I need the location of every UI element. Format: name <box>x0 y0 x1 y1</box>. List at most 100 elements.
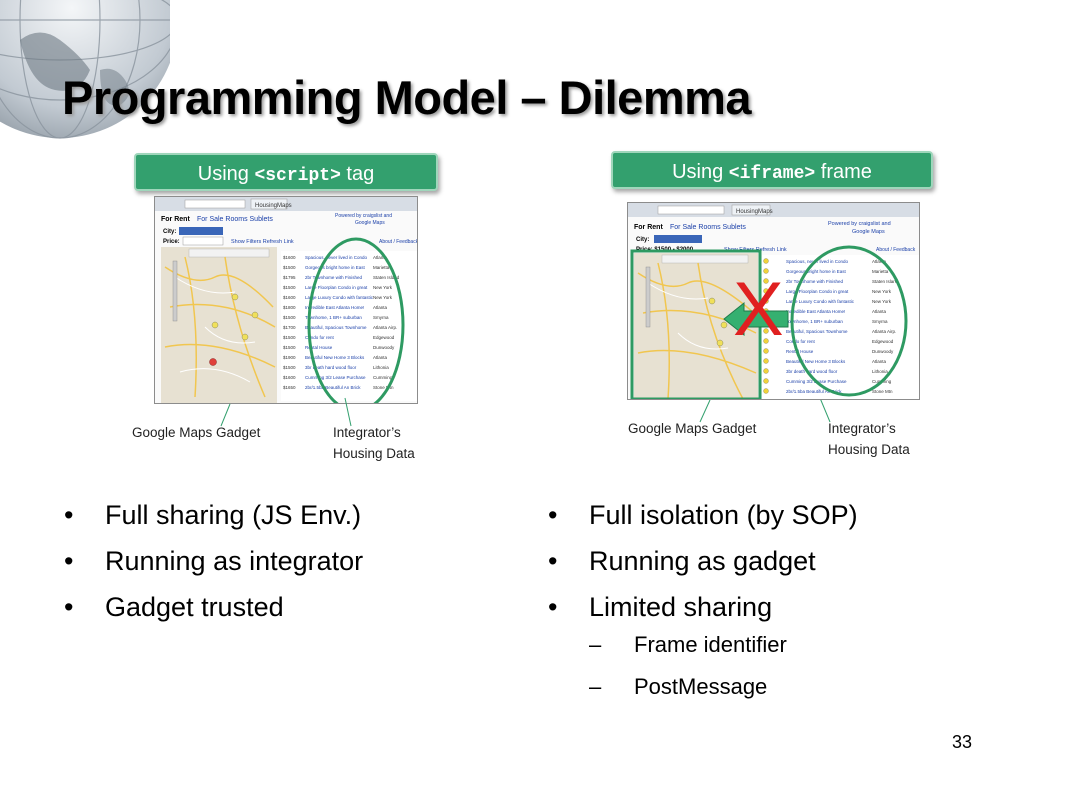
slide-title: Programming Model – Dilemma <box>62 71 752 124</box>
iframe-header: Using <iframe> frame <box>611 151 933 189</box>
script-data-callout-line1: Integrator’s <box>333 425 401 440</box>
svg-text:$1650: $1650 <box>283 385 296 390</box>
iframe-sub-bullet-list: Frame identifier PostMessage <box>584 624 787 708</box>
svg-text:$1700: $1700 <box>283 325 296 330</box>
svg-text:Atlanta: Atlanta <box>373 355 388 360</box>
svg-text:Beautiful, Spacious Townhome: Beautiful, Spacious Townhome <box>305 325 367 330</box>
svg-text:Large Luxury Condo with fantas: Large Luxury Condo with fantastic <box>786 299 855 304</box>
script-housingmaps-screenshot: HousingMaps For Rent For Sale Rooms Subl… <box>154 196 418 404</box>
svg-text:Atlanta Airp.: Atlanta Airp. <box>872 329 896 334</box>
svg-text:Smyrna: Smyrna <box>872 319 888 324</box>
svg-text:2br Townhome with Finished: 2br Townhome with Finished <box>786 279 843 284</box>
svg-text:2br/1.5ba Beautiful An Brick: 2br/1.5ba Beautiful An Brick <box>786 389 842 394</box>
iframe-header-suffix: frame <box>815 161 872 183</box>
svg-text:Large Floorplan Condo in great: Large Floorplan Condo in great <box>305 285 368 290</box>
svg-text:For Sale Rooms Sublets: For Sale Rooms Sublets <box>670 224 746 231</box>
svg-text:Condo for rent: Condo for rent <box>305 335 335 340</box>
script-bullet-item: Full sharing (JS Env.) <box>62 492 363 538</box>
svg-text:Stone Mtn: Stone Mtn <box>872 389 893 394</box>
svg-text:Townhome, 1 BR+ suburban: Townhome, 1 BR+ suburban <box>305 315 362 320</box>
svg-text:Spacious, never lived in Condo: Spacious, never lived in Condo <box>305 255 368 260</box>
svg-text:Marietta: Marietta <box>872 269 889 274</box>
iframe-data-callout: Integrator’s Housing Data <box>828 418 910 460</box>
svg-text:$1600: $1600 <box>283 295 296 300</box>
svg-text:For Rent: For Rent <box>161 216 190 223</box>
svg-text:Large Luxury Condo with fantas: Large Luxury Condo with fantastic <box>305 295 374 300</box>
svg-text:Cumming: Cumming <box>373 375 393 380</box>
svg-text:3br death hard wood floor: 3br death hard wood floor <box>305 365 357 370</box>
svg-text:New York: New York <box>872 299 892 304</box>
svg-text:Atlanta Airp.: Atlanta Airp. <box>373 325 397 330</box>
svg-text:$1500: $1500 <box>283 315 296 320</box>
svg-text:Staten Island: Staten Island <box>872 279 899 284</box>
script-map-callout: Google Maps Gadget <box>132 425 261 440</box>
svg-text:Google Maps: Google Maps <box>355 220 385 226</box>
svg-text:Edgewood: Edgewood <box>872 339 894 344</box>
script-header-code: <script> <box>254 166 341 186</box>
svg-text:Dunwoody: Dunwoody <box>373 345 395 350</box>
svg-text:Marietta: Marietta <box>373 265 390 270</box>
svg-text:Atlanta: Atlanta <box>872 309 887 314</box>
svg-text:$1795: $1795 <box>283 275 296 280</box>
script-header-prefix: Using <box>197 163 255 185</box>
script-data-callout-line2: Housing Data <box>333 446 415 461</box>
iframe-bullet-item: Full isolation (by SOP) <box>546 492 858 538</box>
svg-text:Powered by craigslist and: Powered by craigslist and <box>335 213 392 219</box>
svg-text:$1600: $1600 <box>283 375 296 380</box>
svg-text:Dunwoody: Dunwoody <box>872 349 894 354</box>
svg-text:Cumming 3/2 Lease Purchase: Cumming 3/2 Lease Purchase <box>305 375 366 380</box>
page-number: 33 <box>952 732 973 752</box>
iframe-data-callout-line2: Housing Data <box>828 442 910 457</box>
iframe-bullet-list: Full isolation (by SOP) Running as gadge… <box>546 492 858 630</box>
browser-tab-title: HousingMaps <box>255 203 292 209</box>
svg-text:New York: New York <box>373 285 393 290</box>
svg-text:HousingMaps: HousingMaps <box>736 209 773 215</box>
svg-text:$1500: $1500 <box>283 335 296 340</box>
svg-text:Beautiful, Spacious Townhome: Beautiful, Spacious Townhome <box>786 329 848 334</box>
svg-text:$1900: $1900 <box>283 355 296 360</box>
svg-text:Atlanta: Atlanta <box>373 255 388 260</box>
svg-text:Beautiful New Home 3 Blocks: Beautiful New Home 3 Blocks <box>305 355 365 360</box>
iframe-housingmaps-screenshot: HousingMaps For Rent For Sale Rooms Subl… <box>627 202 920 400</box>
iframe-data-callout-line1: Integrator’s <box>828 421 896 436</box>
svg-text:New York: New York <box>872 289 892 294</box>
script-header-suffix: tag <box>340 163 375 185</box>
svg-text:Powered by craigslist and: Powered by craigslist and <box>828 221 891 227</box>
svg-text:Spacious, never lived in Condo: Spacious, never lived in Condo <box>786 259 849 264</box>
svg-text:2br/1.5ba Beautiful An Brick: 2br/1.5ba Beautiful An Brick <box>305 385 361 390</box>
iframe-map-callout: Google Maps Gadget <box>628 421 757 436</box>
svg-text:City:: City: <box>163 229 176 235</box>
svg-text:About / Feedback: About / Feedback <box>876 247 916 253</box>
svg-text:$1500: $1500 <box>283 265 296 270</box>
svg-text:Price:: Price: <box>163 239 180 245</box>
svg-text:3br death hard wood floor: 3br death hard wood floor <box>786 369 838 374</box>
svg-text:Large Floorplan Condo in great: Large Floorplan Condo in great <box>786 289 849 294</box>
svg-text:Gorgeous bright home in East: Gorgeous bright home in East <box>305 265 366 270</box>
svg-text:Condo for rent: Condo for rent <box>786 339 816 344</box>
svg-text:Rental House: Rental House <box>786 349 814 354</box>
iframe-sub-bullet-item: Frame identifier <box>584 624 787 666</box>
svg-text:Incredible East Atlanta Home!: Incredible East Atlanta Home! <box>305 305 364 310</box>
svg-text:Show Filters Refresh Link: Show Filters Refresh Link <box>231 239 294 245</box>
svg-text:Google Maps: Google Maps <box>852 229 885 235</box>
svg-text:$1500: $1500 <box>283 365 296 370</box>
svg-text:$1600: $1600 <box>283 255 296 260</box>
svg-text:Gorgeous bright home in East: Gorgeous bright home in East <box>786 269 847 274</box>
iframe-header-code: <iframe> <box>728 164 816 184</box>
svg-text:Atlanta: Atlanta <box>872 359 887 364</box>
iframe-sub-bullet-item: PostMessage <box>584 666 787 708</box>
svg-text:For Sale Rooms Sublets: For Sale Rooms Sublets <box>197 216 273 223</box>
globe-logo-icon <box>0 0 170 139</box>
housing-data-highlight-oval <box>790 245 908 397</box>
svg-text:$1800: $1800 <box>283 305 296 310</box>
svg-text:Smyrna: Smyrna <box>373 315 389 320</box>
svg-text:$1500: $1500 <box>283 345 296 350</box>
iframe-bullet-item: Limited sharing <box>546 584 858 630</box>
housing-data-highlight-oval <box>307 237 405 403</box>
svg-text:New York: New York <box>373 295 393 300</box>
svg-text:For Rent: For Rent <box>634 224 663 231</box>
svg-text:City:: City: <box>636 237 649 243</box>
svg-text:Atlanta: Atlanta <box>872 259 887 264</box>
left-arrow-icon <box>723 301 789 337</box>
